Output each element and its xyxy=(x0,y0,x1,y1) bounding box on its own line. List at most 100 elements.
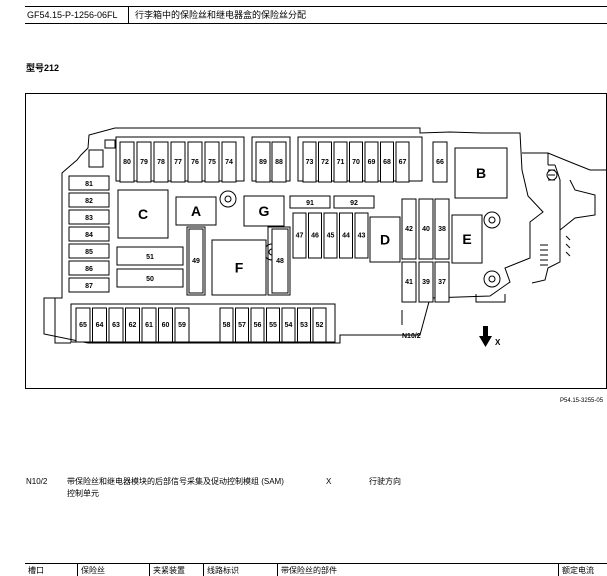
fuse-89-label: 89 xyxy=(259,159,267,166)
fuse-53-slot xyxy=(297,307,311,343)
relay-b-label: B xyxy=(476,165,486,181)
fuse-table-header: 槽口 保险丝 夹紧装置 线路标识 带保险丝的部件 额定电流 xyxy=(25,563,607,576)
fuse-52-label: 52 xyxy=(316,322,324,329)
relay-f-label: F xyxy=(235,260,244,276)
fuse-91-label: 91 xyxy=(306,200,314,207)
connector-outline xyxy=(522,152,607,284)
fuse-50-slot xyxy=(116,268,184,288)
fuse-40-slot xyxy=(418,198,434,260)
fuse-46-slot xyxy=(308,212,322,259)
fuse-55-label: 55 xyxy=(269,322,277,329)
fuse-79-label: 79 xyxy=(140,159,148,166)
fuse-63-slot xyxy=(108,307,124,343)
fuse-75-label: 75 xyxy=(208,159,216,166)
fuse-48-label: 48 xyxy=(276,258,284,265)
fuse-85-slot xyxy=(68,243,110,259)
relay-c-box xyxy=(117,189,169,239)
relay-g-box xyxy=(243,195,285,227)
fuse-77-slot xyxy=(170,141,186,183)
fuse-86-label: 86 xyxy=(85,266,93,273)
fuse-50-label: 50 xyxy=(146,276,154,283)
fuse-65-slot xyxy=(75,307,91,343)
fuse-47-label: 47 xyxy=(296,233,304,240)
aux-block-2 xyxy=(104,139,116,149)
fuse-38-slot xyxy=(434,198,450,260)
col-clamp: 夹紧装置 xyxy=(153,566,185,575)
fuse-83-label: 83 xyxy=(85,215,93,222)
model-label: 型号212 xyxy=(26,63,60,73)
fuse-39-slot xyxy=(418,261,434,303)
fuse-53-label: 53 xyxy=(300,322,308,329)
fuse-52-slot xyxy=(312,307,327,343)
fuse-70-label: 70 xyxy=(352,159,360,166)
screw-3 xyxy=(483,211,501,229)
fuse-73-slot xyxy=(302,141,317,183)
fuse-37-label: 37 xyxy=(438,279,446,286)
fuse-69-label: 69 xyxy=(368,159,376,166)
fuse-76-slot xyxy=(187,141,203,183)
legend-x-description: 行驶方向 xyxy=(369,477,401,486)
col-rated-current: 额定电流 xyxy=(562,566,594,575)
col-slot: 槽口 xyxy=(28,566,44,575)
fuse-64-label: 64 xyxy=(96,322,104,329)
relay-g-label: G xyxy=(259,203,270,219)
fuse-43-slot xyxy=(354,212,369,259)
legend-sam-desc-line2: 控制单元 xyxy=(67,489,99,498)
legend-x-code: X xyxy=(326,477,332,486)
fuse-45-label: 45 xyxy=(327,233,335,240)
left-bottom-feet xyxy=(43,298,71,344)
document-title: 行李箱中的保险丝和继电器盒的保险丝分配 xyxy=(135,10,307,20)
fuse-61-slot xyxy=(141,307,157,343)
fuse-83-slot xyxy=(68,209,110,225)
fuse-92-label: 92 xyxy=(350,200,358,207)
screw-5 xyxy=(546,169,558,181)
connector-hatch xyxy=(540,164,571,266)
fuse-74-label: 74 xyxy=(225,159,233,166)
relay-d-label: D xyxy=(380,232,390,248)
fuse-87-label: 87 xyxy=(85,283,93,290)
fuse-84-label: 84 xyxy=(85,232,93,239)
relay-a-label: A xyxy=(191,203,201,219)
fuse-82-label: 82 xyxy=(85,198,93,205)
fuse-73-label: 73 xyxy=(306,159,314,166)
aux-block-1 xyxy=(88,149,104,168)
fuse-71-label: 71 xyxy=(337,159,345,166)
fuse-78-slot xyxy=(153,141,169,183)
fuse-80-label: 80 xyxy=(123,159,131,166)
fuse-91-slot xyxy=(289,195,331,209)
fuse-55-slot xyxy=(266,307,280,343)
fuse-74-slot xyxy=(221,141,237,183)
fuse-59-slot xyxy=(174,307,190,343)
fuse-45-slot xyxy=(323,212,338,259)
fuse-59-label: 59 xyxy=(178,322,186,329)
fuse-42-slot xyxy=(401,198,417,260)
fuse-46-label: 46 xyxy=(311,233,319,240)
fuse-86-slot xyxy=(68,260,110,276)
fuse-72-slot xyxy=(318,141,332,183)
fuse-60-label: 60 xyxy=(162,322,170,329)
fuse-44-label: 44 xyxy=(342,233,350,240)
col-wire-id: 线路标识 xyxy=(207,566,239,575)
fuse-44-slot xyxy=(339,212,353,259)
fuse-54-slot xyxy=(281,307,296,343)
document-header: GF54.15-P-1256-06FL 行李箱中的保险丝和继电器盒的保险丝分配 xyxy=(25,6,607,24)
col-fuse: 保险丝 xyxy=(81,566,105,575)
fuse-51-label: 51 xyxy=(146,254,154,261)
relay-c-label: C xyxy=(138,206,148,222)
housing-outline xyxy=(43,127,544,344)
document-id: GF54.15-P-1256-06FL xyxy=(25,7,129,23)
fuse-69-slot xyxy=(364,141,379,183)
fuse-70-slot xyxy=(349,141,363,183)
fuse-57-slot xyxy=(235,307,249,343)
direction-label: X xyxy=(495,338,501,347)
fuse-64-slot xyxy=(92,307,107,343)
fuse-80-slot xyxy=(119,141,135,183)
screw-4 xyxy=(483,270,501,288)
fuse-78-label: 78 xyxy=(157,159,165,166)
fuse-61-label: 61 xyxy=(145,322,153,329)
fuse-49-label: 49 xyxy=(192,258,200,265)
fuse-40-label: 40 xyxy=(422,226,430,233)
fuse-68-slot xyxy=(380,141,394,183)
fuse-39-label: 39 xyxy=(422,279,430,286)
